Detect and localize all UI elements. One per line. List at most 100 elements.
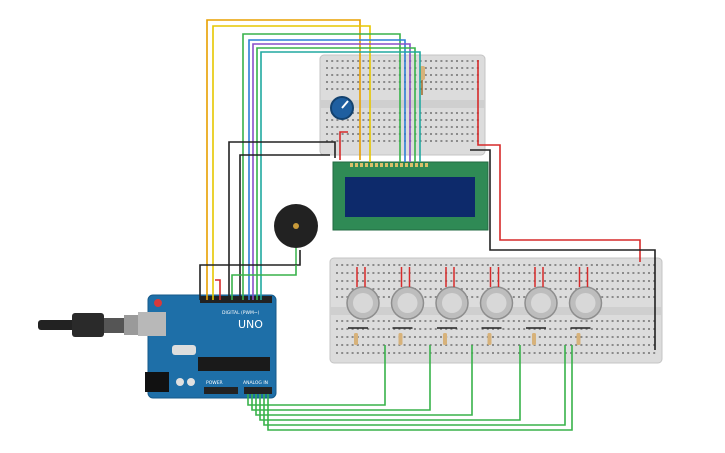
breadboard-hole xyxy=(450,88,453,90)
breadboard-hole xyxy=(377,352,380,354)
breadboard-hole xyxy=(642,264,645,266)
breadboard-hole xyxy=(336,288,338,290)
breadboard-hole xyxy=(627,352,630,354)
power-jack xyxy=(145,372,169,392)
breadboard-hole xyxy=(461,126,464,128)
breadboard-hole xyxy=(461,74,464,76)
breadboard-hole xyxy=(372,288,375,290)
breadboard-hole xyxy=(481,264,484,266)
breadboard-hole xyxy=(341,126,344,128)
breadboard-hole xyxy=(445,140,448,142)
lcd-pin xyxy=(415,163,418,167)
breadboard-hole xyxy=(346,336,349,338)
breadboard-hole xyxy=(450,81,453,83)
analog-label: ANALOG IN xyxy=(243,380,268,386)
arduino-uno[interactable]: UNO DIGITAL (PWM~) POWER ANALOG IN xyxy=(138,294,277,399)
breadboard-hole xyxy=(378,60,380,62)
breadboard-hole xyxy=(440,88,443,90)
breadboard-hole xyxy=(393,320,396,322)
potentiometer[interactable] xyxy=(330,96,354,120)
breadboard-hole xyxy=(456,88,458,90)
breadboard-hole xyxy=(538,344,541,346)
breadboard-hole xyxy=(481,352,484,354)
breadboard-hole xyxy=(601,320,604,322)
breadboard-hole xyxy=(533,328,536,330)
breadboard-hole xyxy=(564,328,567,330)
breadboard-hole xyxy=(336,320,338,322)
breadboard-hole xyxy=(362,140,365,142)
breadboard-hole xyxy=(596,288,598,290)
breadboard-hole xyxy=(336,352,338,354)
breadboard-hole xyxy=(419,264,422,266)
breadboard-hole xyxy=(341,328,344,330)
breadboard-hole xyxy=(466,119,469,121)
breadboard-hole xyxy=(627,344,630,346)
lcd-pin xyxy=(365,163,368,167)
breadboard-hole xyxy=(372,320,375,322)
breadboard-hole xyxy=(471,126,474,128)
breadboard-hole xyxy=(523,272,526,274)
breadboard-hole xyxy=(440,264,442,266)
breadboard-hole xyxy=(393,288,396,290)
breadboard-hole xyxy=(424,336,427,338)
breadboard-hole xyxy=(445,264,448,266)
breadboard-hole xyxy=(544,336,546,338)
breadboard-hole xyxy=(471,296,474,298)
breadboard-hole xyxy=(430,140,432,142)
breadboard-hole xyxy=(476,288,479,290)
breadboard-hole xyxy=(518,272,520,274)
breadboard-hole xyxy=(351,344,354,346)
breadboard-hole xyxy=(331,133,334,135)
breadboard-hole xyxy=(632,264,635,266)
breadboard-hole xyxy=(456,67,458,69)
breadboard-hole xyxy=(616,280,619,282)
breadboard-hole xyxy=(362,119,365,121)
breadboard-hole xyxy=(445,60,448,62)
breadboard-hole xyxy=(518,336,520,338)
breadboard-hole xyxy=(356,272,359,274)
sensor-resistor xyxy=(398,333,403,345)
breadboard-hole xyxy=(456,126,458,128)
wire-green-1 xyxy=(242,33,401,300)
breadboard-hole xyxy=(575,328,578,330)
breadboard-hole xyxy=(549,280,552,282)
breadboard-hole xyxy=(637,352,640,354)
breadboard-hole xyxy=(627,272,630,274)
breadboard-hole xyxy=(435,81,438,83)
breadboard-hole xyxy=(528,344,531,346)
breadboard-hole xyxy=(362,320,364,322)
breadboard-hole xyxy=(346,126,349,128)
breadboard-hole xyxy=(460,328,463,330)
breadboard-hole xyxy=(435,74,438,76)
lcd-pin xyxy=(380,163,383,167)
breadboard-hole xyxy=(346,88,349,90)
breadboard-hole xyxy=(450,328,453,330)
breadboard-hole xyxy=(502,264,505,266)
breadboard-hole xyxy=(357,119,360,121)
breadboard-hole xyxy=(393,140,396,142)
breadboard-hole xyxy=(430,112,432,114)
breadboard-hole xyxy=(388,119,391,121)
breadboard-hole xyxy=(601,288,604,290)
breadboard-hole xyxy=(627,264,630,266)
breadboard-hole xyxy=(445,320,448,322)
breadboard-hole xyxy=(460,288,463,290)
breadboard-hole xyxy=(388,328,390,330)
breadboard-hole xyxy=(481,288,484,290)
breadboard-hole xyxy=(570,264,572,266)
breadboard-hole xyxy=(362,81,365,83)
breadboard-hole xyxy=(632,336,635,338)
sensor-resistor xyxy=(532,333,536,345)
breadboard-hole xyxy=(528,288,531,290)
breadboard-hole xyxy=(388,352,390,354)
breadboard-hole xyxy=(476,320,479,322)
breadboard-hole xyxy=(502,336,505,338)
breadboard-hole xyxy=(476,344,479,346)
breadboard-hole xyxy=(362,280,364,282)
breadboard-hole xyxy=(502,328,505,330)
breadboard-hole xyxy=(430,81,432,83)
gas-sensor xyxy=(435,267,469,345)
breadboard-hole xyxy=(419,352,422,354)
breadboard-hole xyxy=(351,320,354,322)
breadboard-hole xyxy=(331,88,334,90)
